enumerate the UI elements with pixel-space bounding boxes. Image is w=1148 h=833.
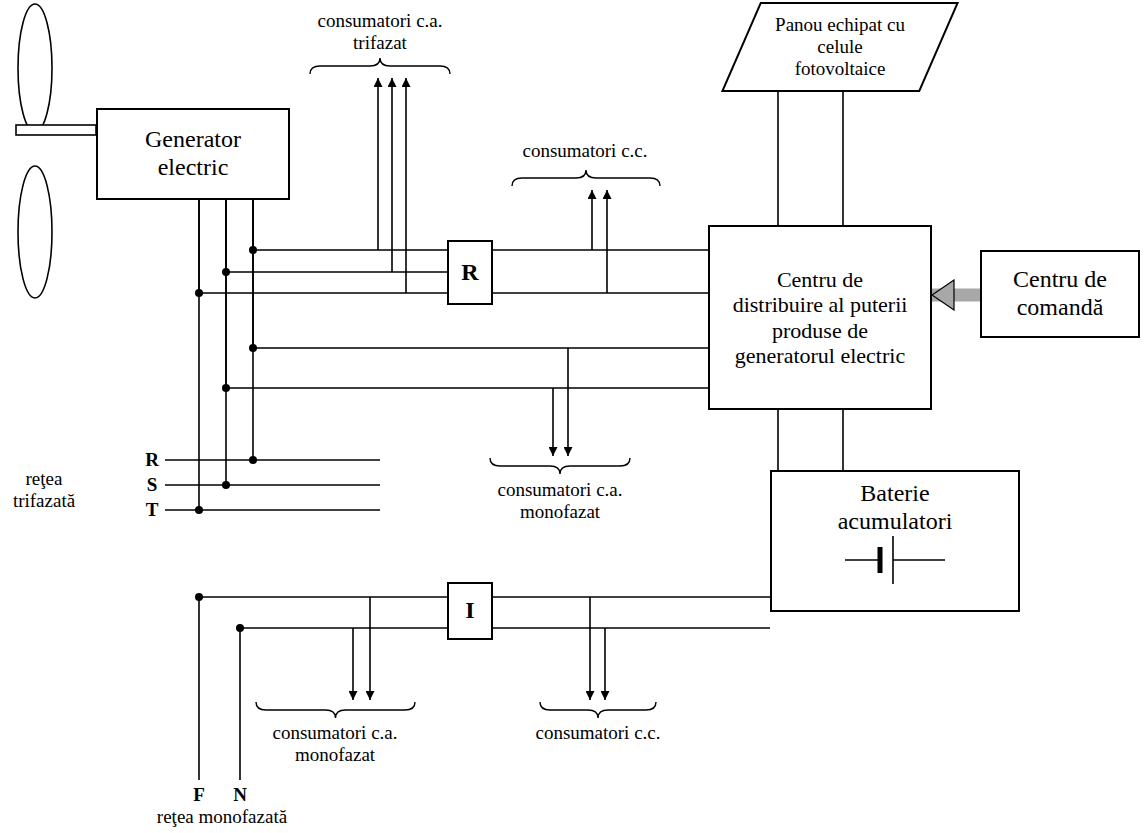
consumer-label: reţea trifazată	[4, 468, 84, 512]
brace	[512, 170, 660, 186]
control-box: Centru de comandă	[980, 250, 1140, 338]
line-name: T	[141, 499, 163, 521]
turbine-shaft	[16, 125, 96, 135]
single-phase-wire	[199, 596, 447, 598]
parallelogram-outline	[722, 3, 957, 91]
brace	[540, 702, 656, 718]
brace	[256, 702, 415, 718]
consumer-label: consumatori c.a. trifazat	[300, 10, 460, 54]
solar-panel: Panou echipat cu celule fotovoltaice	[720, 2, 960, 92]
single-phase-wire	[240, 627, 447, 629]
battery-symbol	[845, 559, 880, 561]
consumer-arrow	[606, 190, 608, 293]
distribution-box: Centru de distribuire al puterii produse…	[708, 225, 932, 410]
junction-dot	[236, 624, 244, 632]
wire	[777, 92, 779, 225]
line-name: S	[141, 474, 163, 496]
command-arrow	[932, 289, 980, 302]
box-label: I	[465, 597, 474, 625]
box-label: Baterie acumulatori	[810, 480, 980, 535]
wire	[493, 292, 708, 294]
rectifier-box: R	[447, 240, 493, 305]
generator-box: Generator electric	[96, 108, 290, 200]
battery-symbol	[878, 547, 883, 573]
propeller-blade	[18, 166, 52, 298]
consumer-arrow	[369, 597, 371, 700]
box-label: R	[461, 259, 478, 287]
consumer-arrow	[405, 78, 407, 293]
box-label: Centru de comandă	[1010, 266, 1110, 321]
consumer-arrow	[589, 597, 591, 700]
wire	[493, 627, 770, 629]
wire	[253, 200, 708, 348]
consumer-arrow	[604, 628, 606, 700]
consumer-arrow	[591, 190, 593, 250]
wire	[199, 200, 447, 293]
consumer-arrow	[377, 78, 379, 250]
wire	[493, 596, 770, 598]
wire	[253, 200, 447, 250]
network-line	[165, 459, 380, 461]
line-name: R	[141, 449, 163, 471]
wire	[226, 200, 447, 272]
inverter-box: I	[447, 582, 493, 640]
consumer-arrow	[567, 348, 569, 456]
consumer-arrow	[391, 78, 393, 272]
consumer-label: consumatori c.a. monofazat	[250, 722, 420, 766]
wire	[777, 410, 779, 470]
line-name: N	[229, 784, 251, 806]
consumer-arrow	[352, 628, 354, 700]
wire	[842, 410, 844, 470]
box-label: Centru de distribuire al puterii produse…	[730, 267, 910, 368]
line-name: F	[188, 784, 210, 806]
box-label: Panou echipat cu celule fotovoltaice	[770, 14, 910, 80]
junction-dot	[222, 481, 230, 489]
wire	[493, 249, 708, 251]
box-label: Generator electric	[123, 126, 263, 181]
propeller-blade	[18, 4, 52, 132]
battery-box: Baterie acumulatori	[770, 470, 1020, 612]
consumer-label: consumatori c.a. monofazat	[485, 479, 635, 523]
network-line	[239, 628, 241, 780]
brace	[310, 58, 450, 74]
brace	[490, 458, 630, 474]
junction-dot	[195, 506, 203, 514]
consumer-arrow	[552, 388, 554, 456]
consumer-label: consumatori c.c.	[500, 140, 670, 162]
wire	[842, 92, 844, 225]
battery-symbol	[893, 559, 945, 561]
consumer-label: consumatori c.c.	[513, 722, 683, 744]
junction-dot	[249, 456, 257, 464]
wire	[226, 200, 708, 388]
consumer-label: reţea monofazată	[127, 806, 317, 828]
network-line	[198, 597, 200, 780]
junction-dot	[195, 593, 203, 601]
network-line	[165, 484, 380, 486]
